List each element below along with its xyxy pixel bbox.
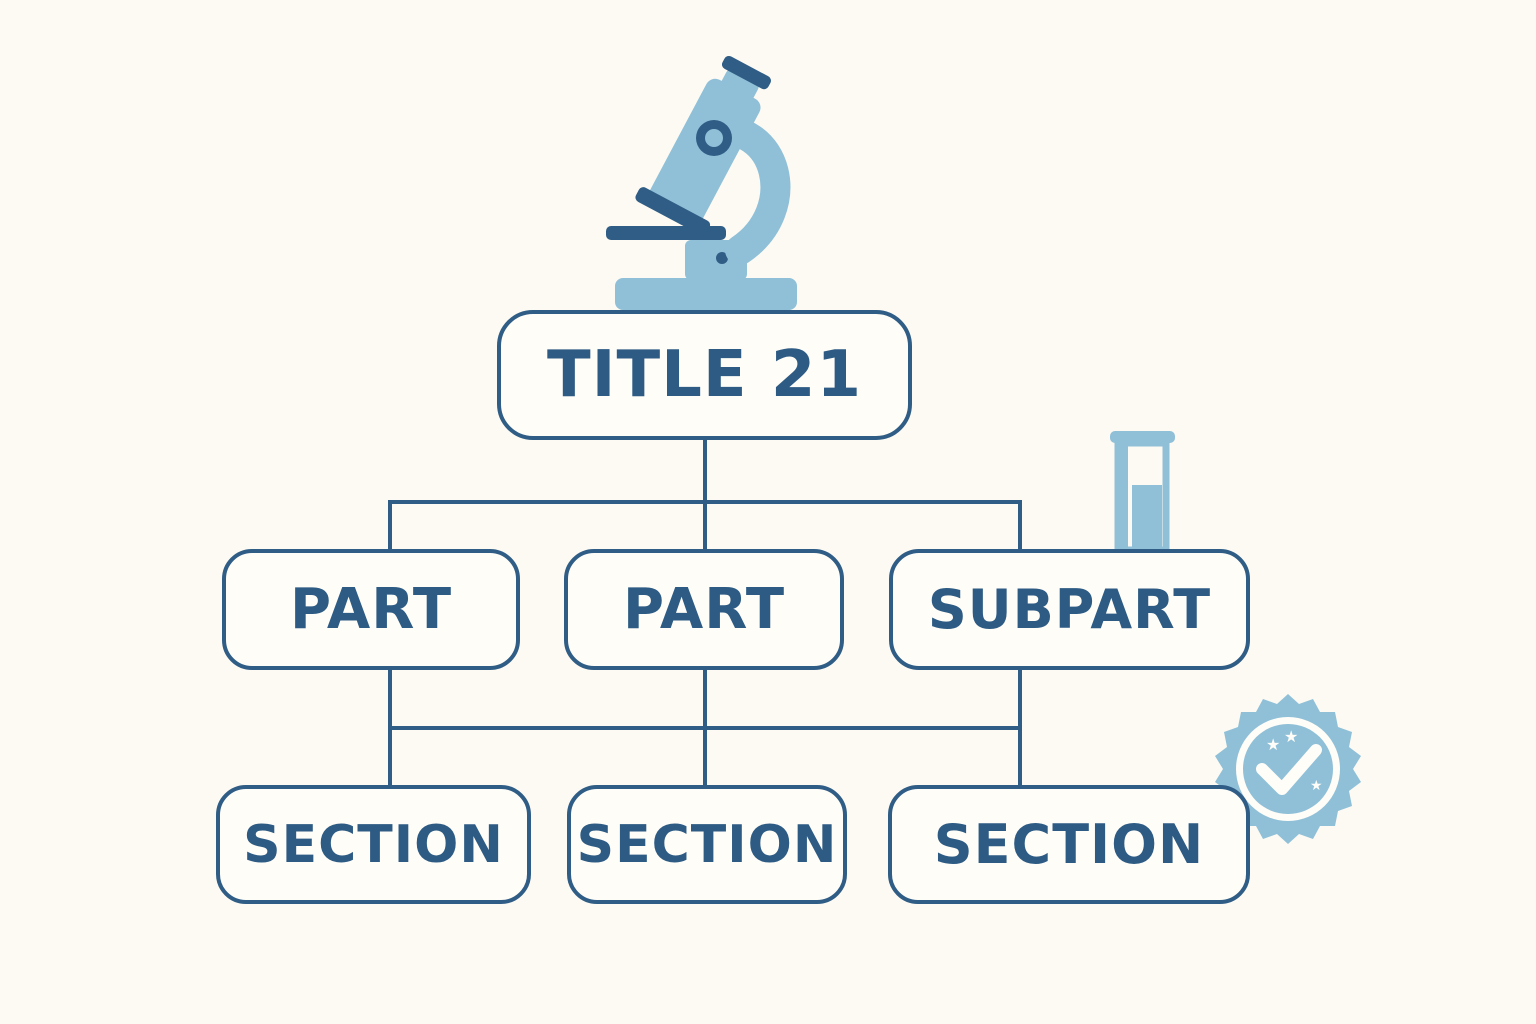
node-part-2: PART (564, 549, 844, 670)
svg-text:★: ★ (1266, 735, 1280, 754)
node-part-1-label: PART (289, 577, 453, 642)
node-title-21-label: TITLE 21 (547, 338, 862, 412)
node-part-1: PART (222, 549, 520, 670)
node-section-3-label: SECTION (933, 813, 1205, 876)
node-section-1-label: SECTION (243, 814, 504, 875)
node-title-21: TITLE 21 (497, 310, 912, 440)
verified-badge-icon: ★ ★ ★ (1215, 694, 1361, 844)
node-subpart: SUBPART (889, 549, 1250, 670)
node-section-2-label: SECTION (576, 814, 838, 875)
svg-text:★: ★ (1310, 778, 1323, 794)
microscope-icon (606, 55, 797, 310)
svg-text:★: ★ (1284, 727, 1298, 746)
test-tube-icon (1110, 431, 1175, 550)
node-section-1: SECTION (216, 785, 531, 904)
node-section-2: SECTION (567, 785, 847, 904)
node-section-3: SECTION (888, 785, 1250, 904)
node-part-2-label: PART (622, 577, 786, 642)
node-subpart-label: SUBPART (927, 578, 1212, 641)
